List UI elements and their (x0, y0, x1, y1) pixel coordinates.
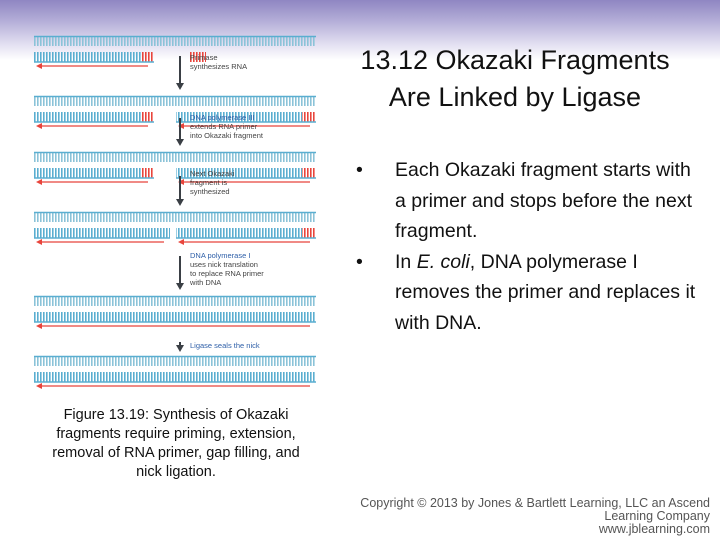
caption-line-3: removal of RNA primer, gap filling, and (28, 444, 324, 463)
step-arrow-1-head (176, 83, 184, 90)
title-line-2: Are Linked by Ligase (330, 79, 700, 116)
rna-primer-3-1 (302, 228, 316, 238)
copyright-footer: Copyright © 2013 by Jones & Bartlett Lea… (312, 497, 710, 536)
bullet-marker: • (356, 247, 363, 278)
caption-line-2: fragments require priming, extension, (28, 425, 324, 444)
step-label-3-line-3: synthesized (190, 187, 230, 196)
step-label-2-line-2: extends RNA primer (190, 122, 258, 131)
okazaki-fragment-2-0 (34, 168, 142, 178)
copyright-text: Copyright © 2013 by Jones & Bartlett Lea… (312, 497, 710, 523)
bullet-text-italic: E. coli (417, 251, 470, 273)
okazaki-fragment-5-0 (34, 372, 316, 382)
bullet-list: • Each Okazaki fragment starts with a pr… (346, 155, 696, 338)
synthesis-arrowhead-5-0 (36, 383, 42, 389)
synthesis-arrowhead-3-1 (178, 239, 184, 245)
step-label-1-line-2: synthesizes RNA (190, 62, 247, 71)
rna-primer-1-0 (142, 112, 154, 122)
caption-line-1: Figure 13.19: Synthesis of Okazaki (28, 406, 324, 425)
bullet-text-pre: In (395, 251, 417, 273)
step-label-3-line-1: Next Okazaki (190, 169, 235, 178)
step-label-4-line-4: with DNA (189, 278, 221, 287)
rna-primer-2-1 (302, 168, 316, 178)
caption-line-4: nick ligation. (28, 463, 324, 482)
template-strand-5-ticks (34, 356, 316, 366)
synthesis-arrowhead-1-0 (36, 123, 42, 129)
step-label-4-line-1: DNA polymerase I (190, 251, 250, 260)
template-strand-2-ticks (34, 152, 316, 162)
template-strand-3-ticks (34, 212, 316, 222)
bullet-item-2: • In E. coli, DNA polymerase I removes t… (346, 247, 696, 339)
step-arrow-4-head (176, 283, 184, 290)
okazaki-fragment-3-1 (176, 228, 302, 238)
step-label-3-line-2: fragment is (190, 178, 227, 187)
step-label-2-line-1: DNA polymerase III (190, 113, 255, 122)
step-label-4-line-2: uses nick translation (190, 260, 258, 269)
template-strand-1-ticks (34, 96, 316, 106)
bullet-item-1: • Each Okazaki fragment starts with a pr… (346, 155, 696, 247)
step-label-5-line-1: Ligase seals the nick (190, 341, 260, 350)
title-line-1: 13.12 Okazaki Fragments (330, 42, 700, 79)
rna-primer-1-1 (302, 112, 316, 122)
okazaki-fragment-0-0 (34, 52, 142, 62)
step-arrow-3-head (176, 199, 184, 206)
step-label-4-line-3: to replace RNA primer (190, 269, 264, 278)
website-text: www.jblearning.com (312, 523, 710, 536)
slide-title: 13.12 Okazaki Fragments Are Linked by Li… (330, 42, 700, 116)
rna-primer-2-0 (142, 168, 154, 178)
figure-caption: Figure 13.19: Synthesis of Okazaki fragm… (28, 406, 324, 482)
step-arrow-2-head (176, 139, 184, 146)
bullet-marker: • (356, 155, 363, 186)
template-strand-4-ticks (34, 296, 316, 306)
synthesis-arrowhead-0-0 (36, 63, 42, 69)
bullet-text: Each Okazaki fragment starts with a prim… (395, 159, 692, 242)
okazaki-fragment-3-0 (34, 228, 170, 238)
synthesis-arrowhead-4-0 (36, 323, 42, 329)
step-label-1-line-1: Primase (190, 53, 218, 62)
okazaki-fragment-1-0 (34, 112, 142, 122)
okazaki-fragment-4-0 (34, 312, 316, 322)
synthesis-arrowhead-2-0 (36, 179, 42, 185)
step-label-2-line-3: into Okazaki fragment (190, 131, 264, 140)
step-arrow-5-head (176, 345, 184, 352)
synthesis-arrowhead-3-0 (36, 239, 42, 245)
template-strand-0-ticks (34, 36, 316, 46)
rna-primer-0-0 (142, 52, 154, 62)
